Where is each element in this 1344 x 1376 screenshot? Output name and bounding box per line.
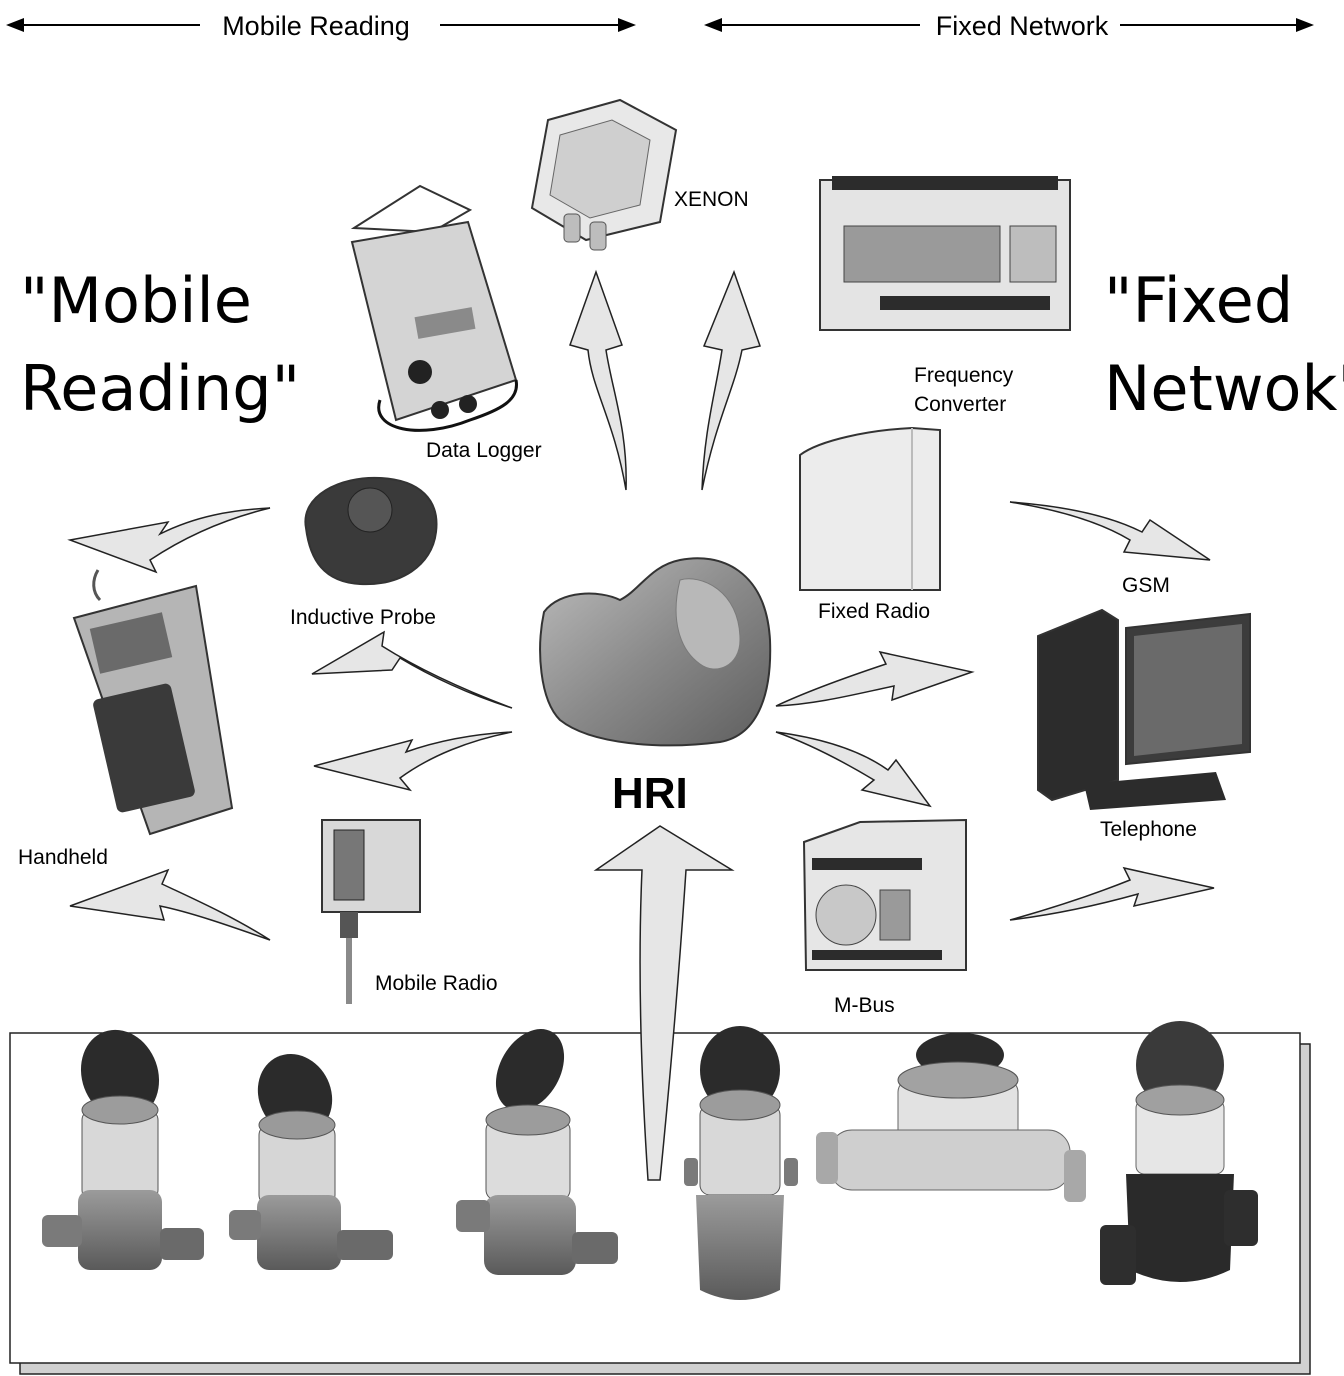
water-meter-2 [229,1054,393,1270]
fixed-radio-device [799,426,941,591]
frequency-converter-device [819,176,1071,331]
inductive-probe-label: Inductive Probe [290,606,436,629]
water-meter-1 [42,1029,204,1270]
mobile-reading-title-line1: "Mobile [20,264,252,337]
mobile-reading-range-label: Mobile Reading [222,11,410,41]
data-logger-device [350,184,518,432]
water-meter-4 [684,1026,798,1300]
mobile-reading-range-arrow [6,18,636,32]
handheld-device [72,569,234,836]
arrow-to-handheld-top [67,507,271,574]
arrow-meters-to-hri [593,825,735,1181]
mobile-radio-label: Mobile Radio [375,972,498,995]
arrow-to-m-bus [775,731,932,808]
frequency-converter-label-line1: Frequency [914,364,1014,387]
arrow-to-telephone [1009,866,1215,921]
arrow-to-mobile-radio [313,731,513,792]
hri-device [539,557,772,747]
m-bus-label: M-Bus [834,994,895,1017]
handheld-label: Handheld [18,846,108,869]
arrow-to-inductive-probe [311,630,513,709]
xenon-device [530,98,678,251]
fixed-network-range-arrow [704,18,1314,32]
water-meter-5 [816,1033,1086,1202]
arrow-to-frequency-converter [701,269,761,491]
hri-label: HRI [612,769,688,818]
fixed-radio-label: Fixed Radio [818,600,930,623]
fixed-network-title-line1: "Fixed [1104,264,1293,337]
m-bus-device [802,818,967,971]
arrow-to-gsm [1009,501,1211,561]
water-meter-3 [456,1029,618,1275]
frequency-converter-label-line2: Converter [914,393,1006,416]
telephone-computer-device [1037,608,1251,810]
arrow-to-handheld-bottom [69,868,271,941]
mobile-radio-device [321,819,421,1004]
telephone-label: Telephone [1100,818,1197,841]
fixed-network-title-line2: Netwok" [1104,352,1344,425]
arrow-to-data-logger [569,269,627,491]
xenon-label: XENON [674,188,749,211]
arrow-to-fixed-radio [775,650,975,707]
data-logger-label: Data Logger [426,439,542,462]
inductive-probe-device [304,476,438,586]
water-meter-6 [1100,1021,1258,1285]
mobile-reading-title-line2: Reading" [20,352,300,425]
gsm-label: GSM [1122,574,1170,597]
fixed-network-range-label: Fixed Network [936,11,1109,41]
